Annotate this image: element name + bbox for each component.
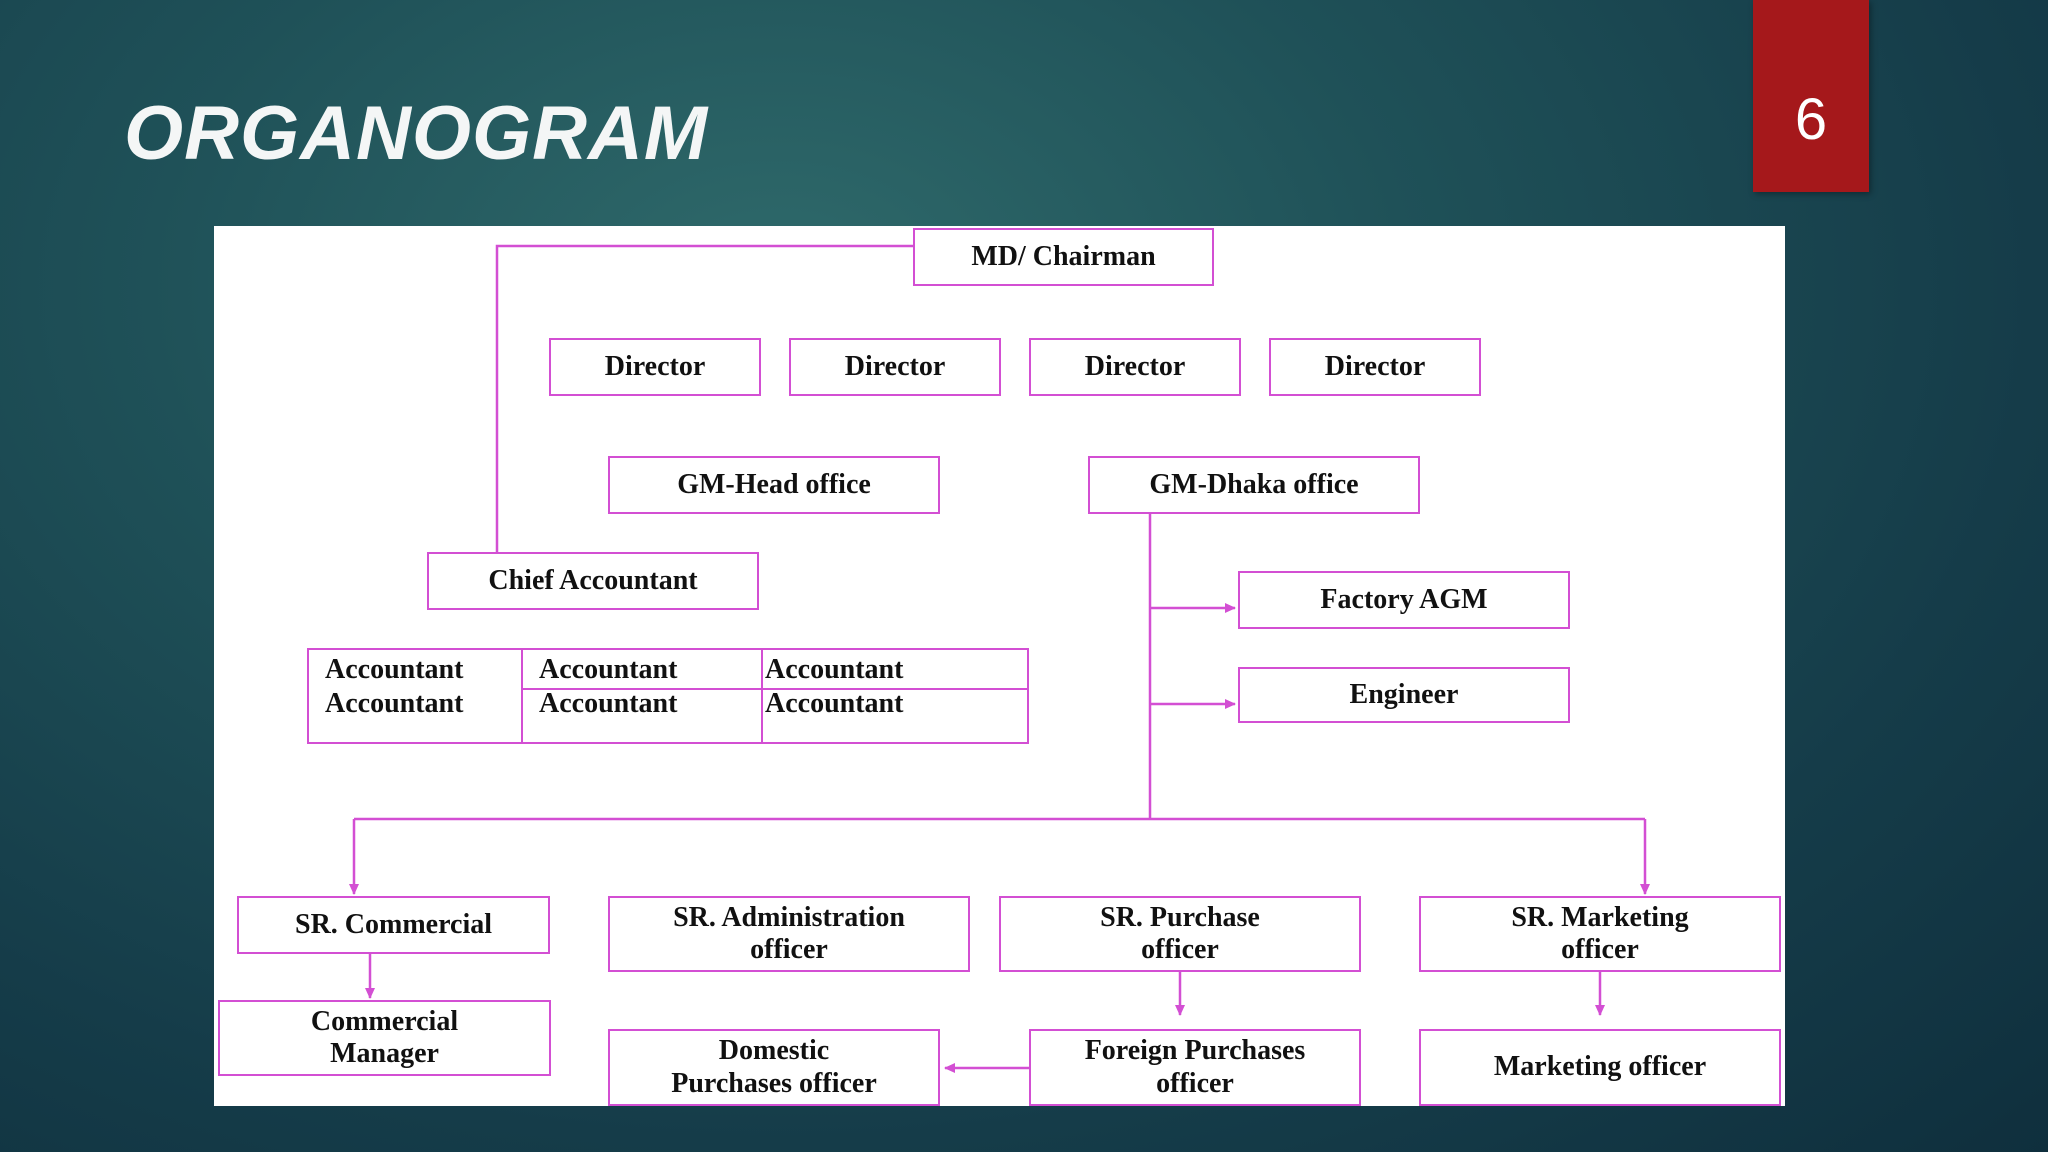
- engineer-label: Engineer: [1349, 678, 1459, 710]
- domestic-purchases-line-2: Purchases officer: [671, 1067, 877, 1099]
- accountant-cell: Accountant: [765, 654, 904, 685]
- commercial-manager-line-1: Commercial: [310, 1005, 459, 1037]
- director-label: Director: [1324, 350, 1426, 382]
- sr-commercial-box: SR. Commercial: [237, 896, 550, 954]
- sr-purchase-line-1: SR. Purchase: [1100, 901, 1260, 933]
- director-box: Director: [789, 338, 1001, 396]
- director-label: Director: [1084, 350, 1186, 382]
- commercial-manager-box: Commercial Manager: [218, 1000, 551, 1076]
- sr-commercial-label: SR. Commercial: [295, 908, 492, 940]
- sr-marketing-line-1: SR. Marketing: [1511, 901, 1689, 933]
- director-box: Director: [1269, 338, 1481, 396]
- gm-dhaka-office-label: GM-Dhaka office: [1149, 468, 1359, 500]
- domestic-purchases-box: Domestic Purchases officer: [608, 1029, 940, 1106]
- marketing-officer-label: Marketing officer: [1493, 1051, 1707, 1083]
- gm-dhaka-office-box: GM-Dhaka office: [1088, 456, 1420, 514]
- accountant-cell: Accountant: [539, 688, 678, 719]
- domestic-purchases-line-1: Domestic: [718, 1035, 830, 1067]
- chief-accountant-box: Chief Accountant: [427, 552, 759, 610]
- md-chairman-box: MD/ Chairman: [913, 228, 1214, 286]
- chief-accountant-label: Chief Accountant: [488, 564, 698, 596]
- gm-head-office-box: GM-Head office: [608, 456, 940, 514]
- engineer-box: Engineer: [1238, 667, 1570, 723]
- sr-marketing-box: SR. Marketing officer: [1419, 896, 1781, 972]
- accountants-column: Accountant Accountant: [309, 650, 521, 742]
- slide-title: ORGANOGRAM: [124, 91, 709, 176]
- factory-agm-label: Factory AGM: [1320, 583, 1488, 615]
- sr-administration-box: SR. Administration officer: [608, 896, 970, 972]
- accountants-column: Accountant Accountant: [761, 650, 1027, 742]
- organogram-chart: MD/ Chairman Director Director Director …: [214, 226, 1785, 1106]
- md-to-chief-accountant-line: [495, 244, 914, 553]
- gm-head-office-label: GM-Head office: [677, 468, 871, 500]
- accountants-table: Accountant Accountant Accountant Account…: [307, 648, 1029, 744]
- director-box: Director: [1029, 338, 1241, 396]
- marketing-officer-box: Marketing officer: [1419, 1029, 1781, 1106]
- page-number-tab: 6: [1753, 0, 1869, 192]
- foreign-purchases-box: Foreign Purchases officer: [1029, 1029, 1361, 1106]
- accountant-cell: Accountant: [325, 654, 464, 685]
- sr-purchase-line-2: officer: [1141, 934, 1219, 965]
- accountants-column: Accountant Accountant: [521, 650, 761, 742]
- connector-lines: [349, 244, 1650, 1073]
- accountant-cell: Accountant: [765, 688, 904, 719]
- sr-administration-line-2: officer: [750, 934, 828, 965]
- accountant-cell: Accountant: [325, 688, 464, 719]
- director-box: Director: [549, 338, 761, 396]
- sr-marketing-line-2: officer: [1561, 934, 1639, 965]
- factory-agm-box: Factory AGM: [1238, 571, 1570, 629]
- md-chairman-label: MD/ Chairman: [971, 240, 1156, 272]
- sr-purchase-box: SR. Purchase officer: [999, 896, 1361, 972]
- director-label: Director: [844, 350, 946, 382]
- accountant-cell: Accountant: [539, 654, 678, 685]
- foreign-purchases-line-2: officer: [1156, 1067, 1234, 1099]
- foreign-purchases-line-1: Foreign Purchases: [1084, 1035, 1306, 1067]
- director-label: Director: [604, 350, 706, 382]
- page-number: 6: [1794, 87, 1828, 152]
- sr-administration-line-1: SR. Administration: [673, 901, 905, 933]
- commercial-manager-line-2: Manager: [330, 1038, 439, 1069]
